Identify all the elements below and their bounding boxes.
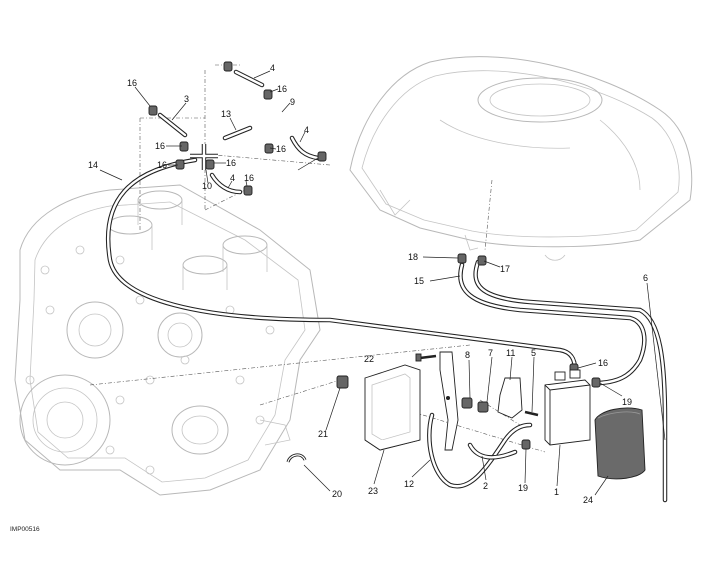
hose-clip-20 bbox=[286, 453, 307, 463]
callout-16: 16 bbox=[157, 160, 167, 170]
callout-16: 16 bbox=[244, 173, 254, 183]
callout-15: 15 bbox=[414, 276, 424, 286]
callout-21: 21 bbox=[318, 429, 328, 439]
spacer-21 bbox=[336, 375, 349, 389]
callout-6: 6 bbox=[643, 273, 648, 283]
screw-22 bbox=[415, 353, 437, 362]
callout-16: 16 bbox=[226, 158, 236, 168]
hose-3 bbox=[157, 112, 188, 138]
callout-23: 23 bbox=[368, 486, 378, 496]
callout-16: 16 bbox=[127, 78, 137, 88]
mounting-strap-7 bbox=[439, 351, 459, 451]
callout-24: 24 bbox=[583, 495, 593, 505]
carbon-canister-1 bbox=[544, 369, 591, 446]
canister-cover-24 bbox=[594, 407, 646, 480]
callout-16: 16 bbox=[155, 141, 165, 151]
callout-14: 14 bbox=[88, 160, 98, 170]
callout-4: 4 bbox=[304, 125, 309, 135]
hose-12 bbox=[427, 412, 533, 489]
callout-16: 16 bbox=[277, 84, 287, 94]
screw-5 bbox=[524, 410, 539, 417]
grommet-8 bbox=[461, 397, 489, 413]
callout-5: 5 bbox=[531, 348, 536, 358]
callout-19: 19 bbox=[622, 397, 632, 407]
hose-4-upper bbox=[233, 69, 265, 88]
hose-4-right bbox=[289, 135, 321, 161]
hose-13 bbox=[222, 125, 253, 141]
hose-clamps bbox=[148, 61, 601, 450]
hose-6 bbox=[473, 259, 668, 503]
callout-13: 13 bbox=[221, 109, 231, 119]
callout-19: 19 bbox=[518, 483, 528, 493]
engine-outline bbox=[14, 184, 321, 496]
canister-bracket-23 bbox=[364, 364, 421, 451]
callout-4: 4 bbox=[230, 173, 235, 183]
callout-22: 22 bbox=[364, 354, 374, 364]
hose-4-lower bbox=[209, 172, 243, 195]
callout-18: 18 bbox=[408, 252, 418, 262]
callout-16: 16 bbox=[598, 358, 608, 368]
bracket-11 bbox=[497, 377, 523, 419]
callout-16: 16 bbox=[276, 144, 286, 154]
hose-14 bbox=[105, 157, 578, 373]
tee-fitting-9 bbox=[268, 108, 292, 130]
callout-10: 10 bbox=[202, 181, 212, 191]
callout-17: 17 bbox=[500, 264, 510, 274]
hose-2 bbox=[467, 442, 518, 460]
callout-labels: 16 3 16 16 4 16 9 13 4 16 16 10 4 16 4 1… bbox=[88, 63, 648, 505]
cross-fitting-10 bbox=[190, 144, 218, 170]
callout-20: 20 bbox=[332, 489, 342, 499]
drawing-code: IMP00516 bbox=[10, 526, 40, 533]
callout-9: 9 bbox=[290, 97, 295, 107]
callout-3: 3 bbox=[184, 94, 189, 104]
callout-7: 7 bbox=[488, 348, 493, 358]
leader-lines bbox=[99, 70, 666, 496]
callout-8: 8 bbox=[465, 350, 470, 360]
callout-1: 1 bbox=[554, 487, 559, 497]
callout-4: 4 bbox=[270, 63, 275, 73]
callout-2: 2 bbox=[483, 481, 488, 491]
alignment-lines bbox=[89, 64, 546, 453]
hose-15 bbox=[458, 262, 647, 386]
fuel-tank-outline bbox=[349, 56, 693, 261]
callout-12: 12 bbox=[404, 479, 414, 489]
callout-11: 11 bbox=[506, 348, 515, 358]
